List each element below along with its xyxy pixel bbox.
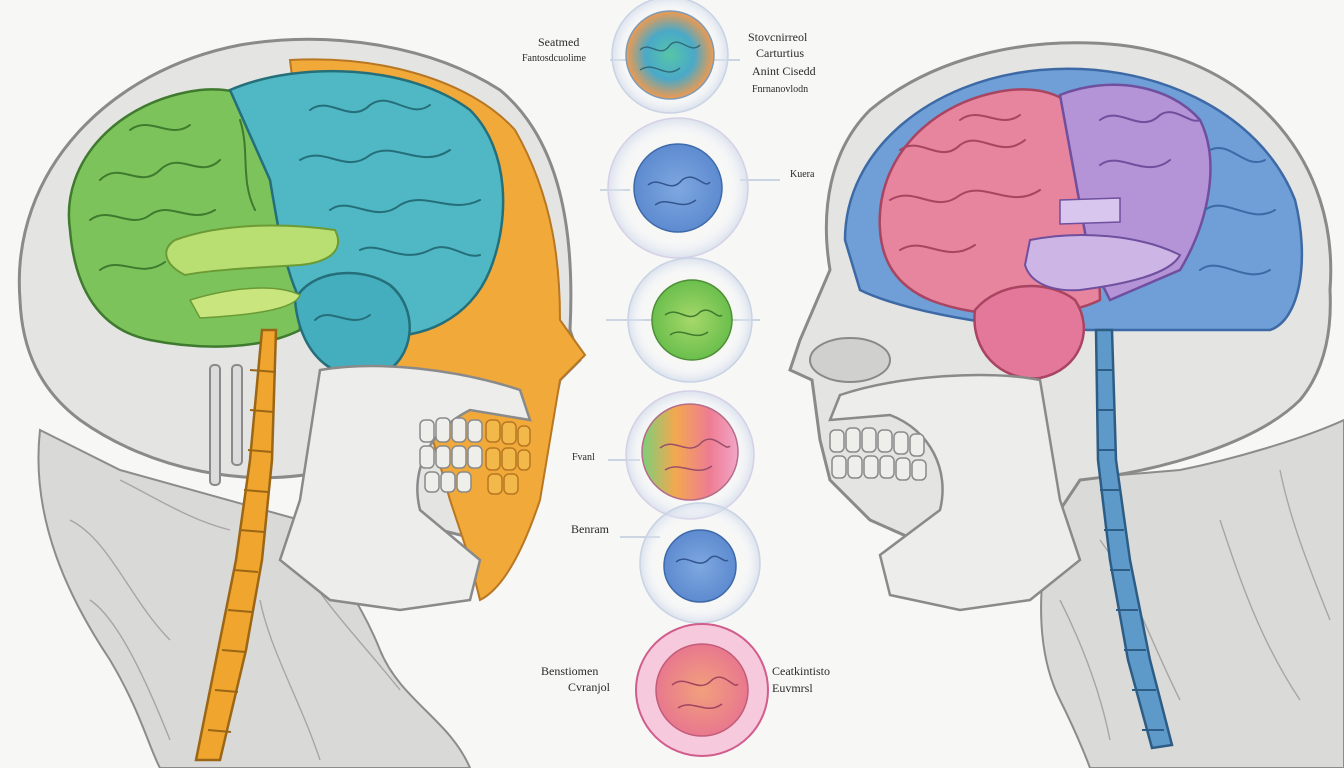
right-spinal-cord (1094, 328, 1174, 750)
left-jaw-bone (278, 364, 532, 612)
right-head (788, 41, 1344, 768)
label-left-mid: Fvanl (572, 452, 595, 463)
left-spinal-cord (194, 328, 278, 762)
label-bottom-right-2: Euvmrsl (772, 681, 813, 695)
orb-3 (627, 257, 753, 383)
orb-5 (639, 502, 761, 624)
label-top-right-2: Carturtius (756, 46, 804, 60)
right-jaw-bone (828, 373, 1082, 612)
label-right-mid: Kuera (790, 169, 815, 180)
label-top-right-3: Anint Cisedd (752, 64, 816, 78)
orb-1 (611, 0, 729, 114)
label-top-left-1: Seatmed (538, 35, 580, 49)
label-left-lower: Benram (571, 522, 609, 536)
center-brain-orbs (600, 0, 780, 757)
right-teeth (829, 427, 927, 481)
label-top-right-1: Stovcnirreol (748, 30, 808, 44)
left-temporal-lobe (293, 271, 411, 379)
orb-2 (607, 117, 749, 259)
left-lateral-band (165, 224, 340, 277)
label-bottom-left-1: Benstiomen (541, 664, 599, 678)
orb-4 (625, 390, 755, 520)
label-bottom-left-2: Cvranjol (568, 680, 610, 694)
label-top-right-4: Fnrnanovlodn (752, 84, 809, 95)
left-head (17, 37, 587, 768)
orb-6 (635, 623, 769, 757)
label-top-left-2: Fantosdcuolime (522, 53, 586, 64)
label-bottom-right-1: Ceatkintisto (772, 664, 830, 678)
left-teeth (419, 417, 531, 495)
right-temporal-lobe (973, 284, 1086, 380)
right-lateral-band (1023, 234, 1182, 292)
